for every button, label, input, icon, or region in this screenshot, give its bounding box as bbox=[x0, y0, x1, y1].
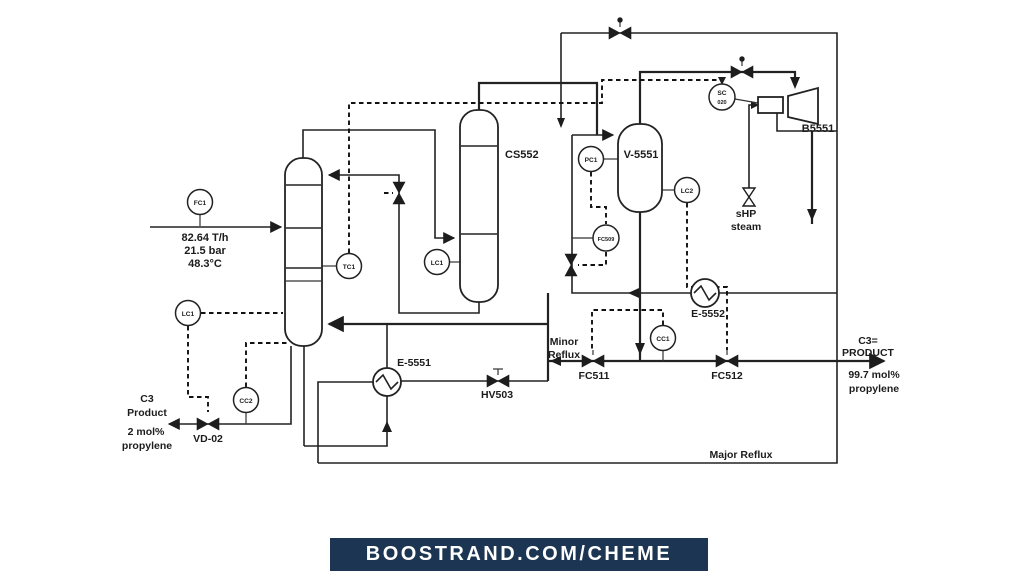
instrument-lc1-mid: LC1 bbox=[423, 248, 451, 276]
sc-signal-arrow-icon bbox=[718, 77, 726, 85]
instrument-tag: 020 bbox=[717, 100, 726, 106]
watermark-banner: BOOSTRAND.COM/CHEME bbox=[330, 538, 708, 571]
bypass-valve-icon bbox=[608, 26, 632, 40]
steam-label-1: sHP bbox=[736, 208, 756, 220]
instrument-bubbles: FC1 TC1 LC1 CC2 LC1 PC1 FC509 LC2 bbox=[174, 83, 736, 414]
lc1-to-vd02-signal bbox=[187, 326, 209, 412]
vd02-label: VD-02 bbox=[193, 433, 223, 445]
minor-reflux-label-2: Reflux bbox=[548, 349, 580, 361]
v5551-label: V-5551 bbox=[624, 149, 659, 161]
sc-to-driver-link bbox=[734, 98, 759, 104]
lc2-to-fc512-signal bbox=[686, 203, 728, 350]
instrument-tag: LC1 bbox=[431, 260, 444, 267]
steam-arrow-icon bbox=[751, 101, 759, 109]
instrument-fc509: FC509 bbox=[592, 224, 620, 252]
instrument-lc2: LC2 bbox=[673, 176, 701, 204]
suction-arrow-icon bbox=[790, 77, 800, 89]
bottoms-label-4: propylene bbox=[122, 440, 172, 452]
drum-liquid-arrow-icon bbox=[635, 343, 645, 355]
feed-flow-label: 82.64 T/h bbox=[181, 232, 228, 244]
cs552-bottoms-line bbox=[327, 169, 480, 314]
hv503-valve-icon bbox=[486, 374, 510, 388]
cs552-overhead-line bbox=[477, 81, 599, 135]
driver-outlet-line bbox=[776, 113, 837, 132]
e5551-coil-icon bbox=[375, 373, 399, 391]
tc1-to-sc-signal bbox=[348, 79, 717, 253]
minor-reflux-label-1: Minor bbox=[550, 336, 579, 348]
minor-reflux-arrow-icon bbox=[550, 356, 561, 366]
fc512-valve-icon bbox=[715, 354, 739, 368]
feed-temperature-label: 48.3°C bbox=[188, 258, 222, 270]
product-label-2: PRODUCT bbox=[842, 347, 895, 359]
instrument-tag: CC1 bbox=[656, 336, 670, 343]
instrument-tag: TC1 bbox=[343, 264, 356, 271]
fc511-valve-icon bbox=[581, 354, 605, 368]
instrument-tag: FC509 bbox=[598, 237, 615, 243]
instrument-cc2: CC2 bbox=[232, 386, 260, 414]
bottoms-label-2: Product bbox=[127, 407, 167, 419]
reboiler-up-arrow-icon bbox=[382, 421, 392, 432]
b5551-label: B5551 bbox=[802, 123, 834, 135]
discharge-arrow-icon bbox=[807, 209, 817, 221]
labels: 82.64 T/h 21.5 bar 48.3°C CS552 V-5551 B… bbox=[122, 123, 900, 461]
e5551-bottom-loop-line bbox=[304, 396, 388, 447]
compressor-driver-box bbox=[757, 96, 784, 114]
cc1-to-fc511-signal bbox=[591, 309, 664, 350]
instrument-lc1-left: LC1 bbox=[174, 299, 202, 327]
pc-bypass-loop-line bbox=[571, 135, 837, 294]
watermark-text: BOOSTRAND.COM/CHEME bbox=[365, 543, 673, 565]
instrument-tag: CC2 bbox=[239, 398, 253, 405]
bypass-valve-actuator bbox=[617, 17, 623, 23]
instrument-tag: SC bbox=[717, 90, 726, 97]
bottoms-label-3: 2 mol% bbox=[128, 426, 165, 438]
steam-line bbox=[748, 104, 751, 189]
instrument-tag: LC1 bbox=[182, 311, 195, 318]
hv503-label: HV503 bbox=[481, 389, 513, 401]
major-reflux-label: Major Reflux bbox=[709, 449, 772, 461]
cs552-bottoms-valve-icon bbox=[392, 181, 406, 205]
cs552-vessel bbox=[459, 109, 499, 303]
condenser-arrow-icon bbox=[628, 288, 639, 298]
instrument-tc1: TC1 bbox=[335, 252, 363, 280]
col1-overhead-line bbox=[302, 129, 456, 244]
e5552-label: E-5552 bbox=[691, 308, 725, 320]
fc512-label: FC512 bbox=[711, 370, 743, 382]
bypass-arrow-icon bbox=[557, 118, 565, 128]
instrument-tag: LC2 bbox=[681, 188, 694, 195]
equipment bbox=[284, 86, 819, 397]
valves bbox=[196, 17, 757, 431]
hot-gas-bypass-valve-icon bbox=[564, 253, 578, 277]
steam-valve-icon bbox=[741, 187, 757, 207]
bypass-and-major-reflux-line bbox=[318, 32, 838, 464]
suction-valve-icon bbox=[730, 65, 754, 79]
e5551-label: E-5551 bbox=[397, 357, 431, 369]
bottoms-label-1: C3 bbox=[140, 393, 154, 405]
product-label-3: 99.7 mol% bbox=[848, 369, 900, 381]
steam-label-2: steam bbox=[731, 221, 761, 233]
b5551-compressor bbox=[787, 86, 819, 126]
column1-vessel bbox=[284, 157, 323, 347]
instrument-cc1: CC1 bbox=[649, 324, 677, 352]
fc511-label: FC511 bbox=[579, 370, 610, 382]
product-label-1: C3= bbox=[858, 335, 878, 347]
instrument-fc1: FC1 bbox=[186, 188, 214, 216]
instrument-tag: PC1 bbox=[585, 157, 598, 164]
product-label-4: propylene bbox=[849, 383, 899, 395]
instrument-sc020: SC 020 bbox=[708, 83, 736, 111]
cc2-signal bbox=[245, 342, 290, 387]
e5551-left-loop-line bbox=[317, 381, 373, 463]
vd02-valve-icon bbox=[196, 417, 220, 431]
instrument-tag: FC1 bbox=[194, 200, 207, 207]
cs552-label: CS552 bbox=[505, 149, 539, 161]
v5551-drum bbox=[617, 123, 663, 213]
feed-pressure-label: 21.5 bar bbox=[184, 245, 226, 257]
flow-arrows bbox=[382, 77, 817, 432]
sensing-taps bbox=[199, 98, 759, 424]
suction-valve-actuator bbox=[739, 56, 745, 62]
e5552-coil-icon bbox=[693, 284, 717, 302]
pc1-to-fc509-signal bbox=[590, 172, 607, 224]
instrument-pc1: PC1 bbox=[577, 145, 605, 173]
fc509-to-valve-signal bbox=[578, 252, 607, 266]
